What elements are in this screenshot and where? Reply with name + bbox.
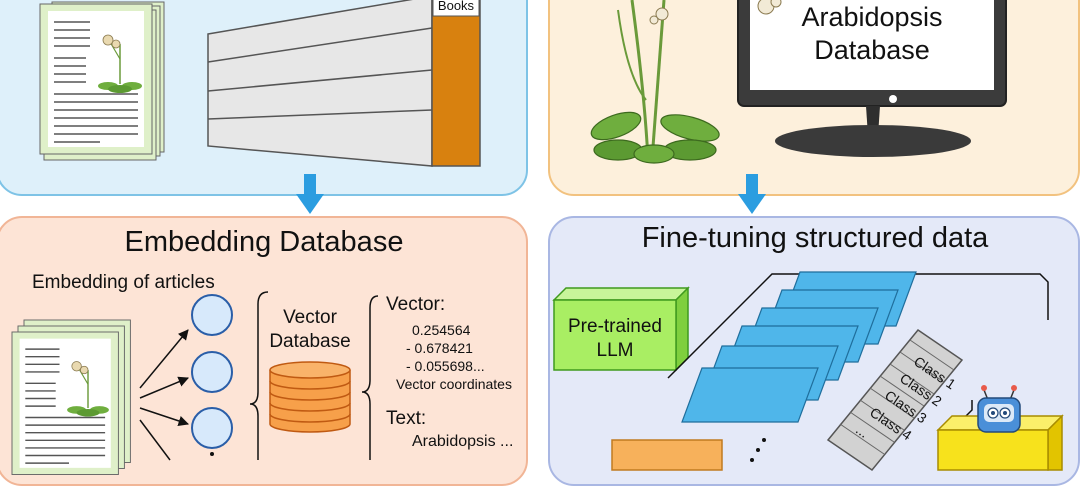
pre-trained-llm-box xyxy=(552,286,690,372)
left-brace xyxy=(249,291,269,460)
down-arrow-left xyxy=(296,174,324,214)
monitor-title-line2: Database xyxy=(814,35,930,65)
vector-database-label-line1: Vector xyxy=(283,307,337,328)
vector-database-icon xyxy=(269,361,351,433)
robot-icon xyxy=(977,385,1021,433)
embedding-arrows xyxy=(139,329,189,461)
text-header: Text: xyxy=(386,408,427,429)
monitor xyxy=(737,0,1007,157)
arabidopsis-plant xyxy=(590,0,720,164)
text-value: Arabidopsis ... xyxy=(412,433,514,450)
vector-database-label-line2: Database xyxy=(269,331,351,352)
embedding-nodes xyxy=(191,294,233,456)
books-label: Books xyxy=(437,0,475,13)
right-brace xyxy=(361,295,379,460)
vector-coordinates-label: Vector coordinates xyxy=(396,376,512,392)
monitor-title-line1: Arabidopsis xyxy=(801,2,943,32)
article-stack-small xyxy=(11,319,132,476)
down-arrow-right xyxy=(738,174,766,214)
vector-value-1: 0.254564 xyxy=(412,322,471,338)
vector-header: Vector: xyxy=(386,294,446,315)
vector-value-3: - 0.055698... xyxy=(406,358,485,374)
embedding-subtitle: Embedding of articles xyxy=(32,272,215,293)
article-stack xyxy=(39,1,165,161)
llm-label-line2: LLM xyxy=(596,340,634,361)
books-stack xyxy=(207,0,481,167)
orange-block xyxy=(611,439,723,471)
llm-label-line1: Pre-trained xyxy=(568,316,662,337)
vector-value-2: - 0.678421 xyxy=(406,340,473,356)
layer-ellipsis xyxy=(750,438,766,462)
embedding-database-title: Embedding Database xyxy=(124,226,404,258)
fine-tuning-title: Fine-tuning structured data xyxy=(641,222,989,254)
top-bracket xyxy=(667,273,1049,379)
